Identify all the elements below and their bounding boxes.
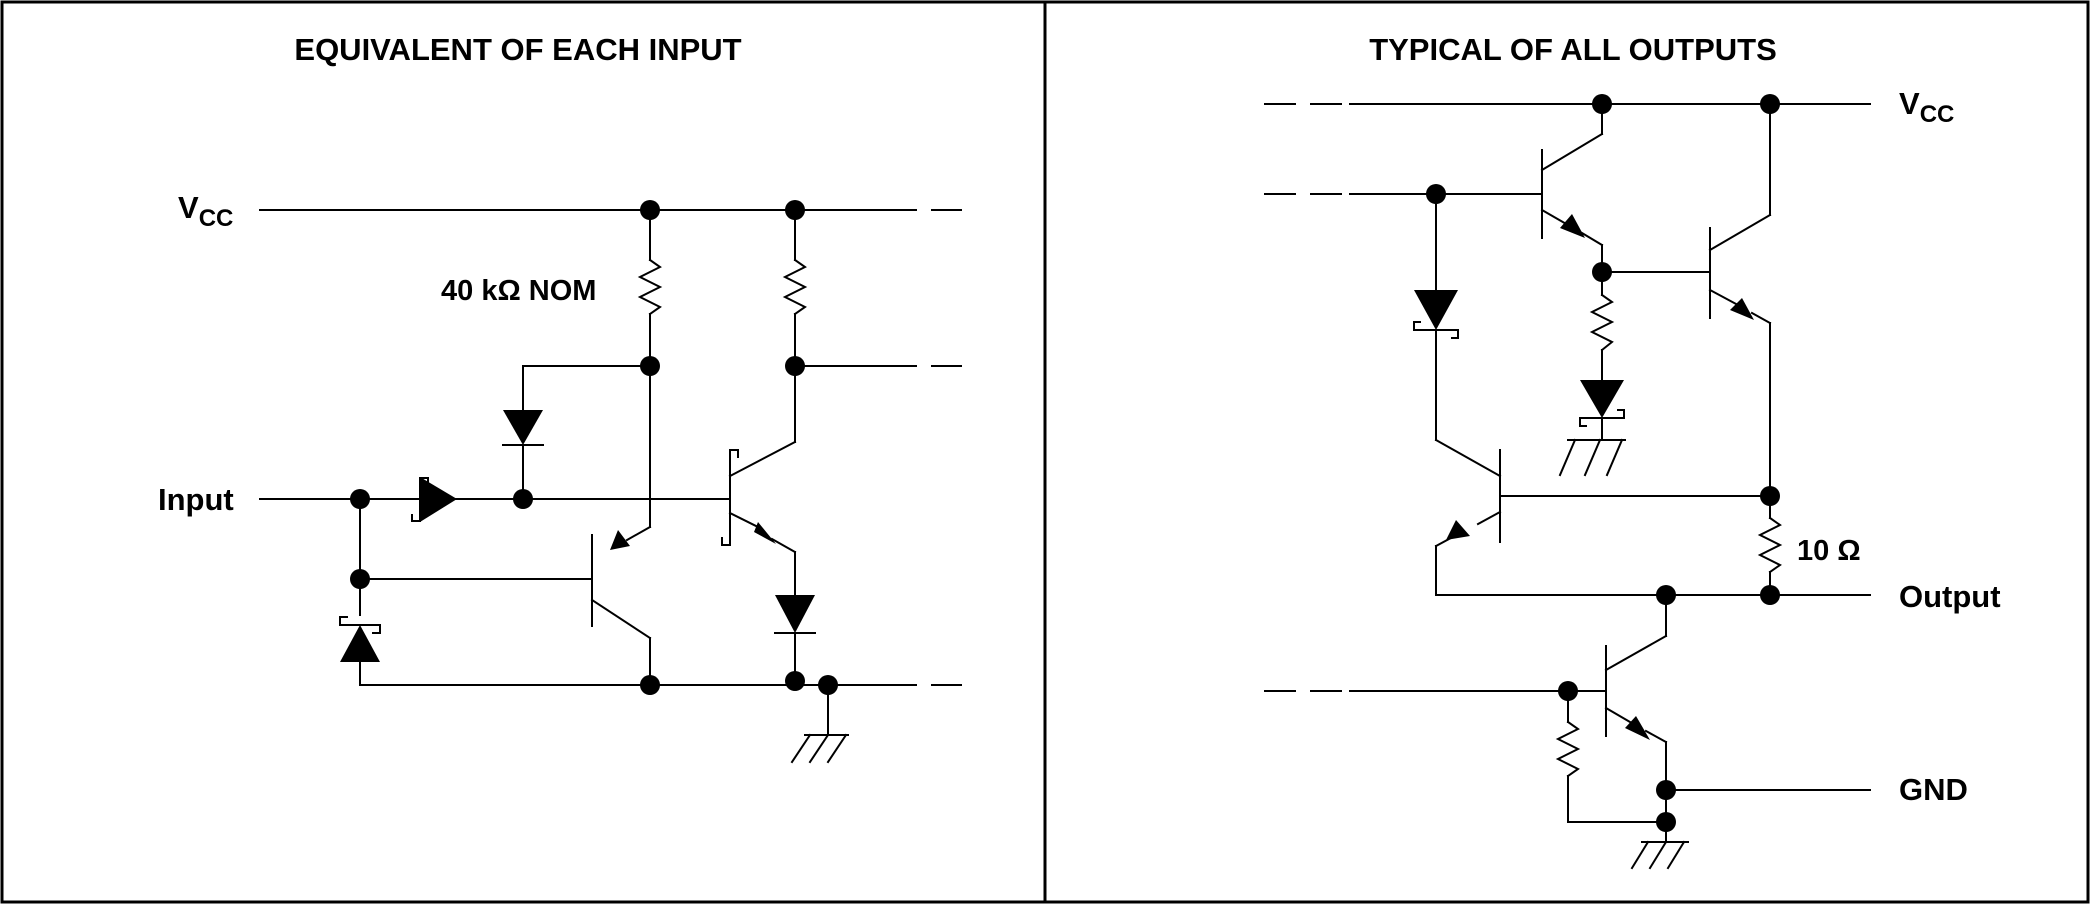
schottky-diode-right [1413, 290, 1459, 339]
resistor-10ohm-label: 10 Ω [1797, 535, 1861, 567]
input-equivalent-circuit: EQUIVALENT OF EACH INPUT VCC Input 40 kΩ… [158, 32, 962, 764]
output-label: Output [1899, 579, 2001, 614]
vcc-label-left: VCC [178, 190, 233, 232]
input-clamp-diode [339, 616, 381, 662]
gnd-label: GND [1899, 772, 1968, 807]
right-junctions [1426, 94, 1780, 832]
right-panel-title: TYPICAL OF ALL OUTPUTS [1369, 32, 1777, 67]
phase-splitter-transistor [1541, 149, 1585, 239]
input-schottky-diode [411, 477, 457, 522]
output-pulldown-transistor [1605, 645, 1650, 740]
level-shift-diode [1579, 380, 1625, 427]
left-wires [259, 209, 962, 764]
output-pulldown-diode [774, 595, 816, 634]
vcc-label-right: VCC [1899, 86, 1954, 128]
clamp-transistor [591, 530, 630, 627]
left-panel-title: EQUIVALENT OF EACH INPUT [294, 32, 741, 67]
svg-text:VCC: VCC [1899, 86, 1954, 128]
output-typical-circuit: TYPICAL OF ALL OUTPUTS VCC Output GND 10… [1264, 32, 2001, 870]
left-junctions [350, 200, 838, 695]
output-pullup-transistor [1709, 227, 1754, 320]
feedback-diode [502, 410, 544, 446]
input-schottky-transistor [721, 449, 776, 546]
resistor-40k-label: 40 kΩ NOM [441, 275, 596, 307]
clamp-feedback-transistor [1446, 449, 1501, 543]
input-label: Input [158, 482, 234, 517]
right-panel-frame [1043, 0, 2090, 904]
svg-text:VCC: VCC [178, 190, 233, 232]
right-wires [1264, 103, 1871, 870]
